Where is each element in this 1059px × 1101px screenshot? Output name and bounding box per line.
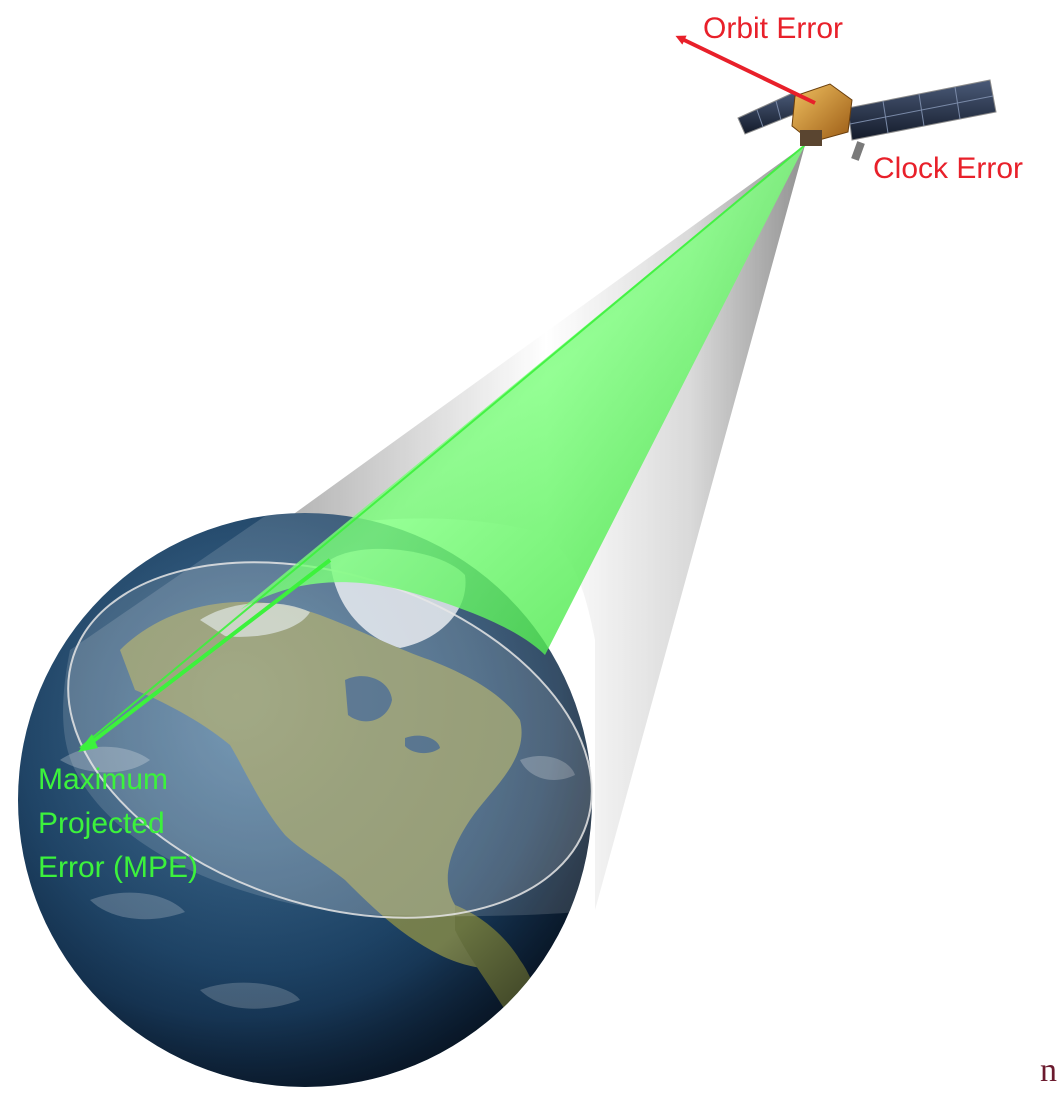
satellite-icon: [737, 79, 997, 161]
left-solar-panel: [737, 91, 801, 135]
satellite-antenna: [800, 130, 822, 146]
corner-glyph: n: [1040, 1052, 1057, 1089]
clock-error-label: Clock Error: [873, 152, 1024, 185]
orbit-error-label: Orbit Error: [703, 12, 844, 45]
beam-edge-line: [79, 144, 806, 749]
mpe-label-line1: Maximum: [38, 763, 169, 796]
signal-beam: [240, 145, 805, 655]
mpe-arrow: [78, 558, 332, 752]
orbit-error-arrow: [675, 35, 816, 105]
mpe-label-line3: Error (MPE): [38, 851, 198, 884]
mpe-label-line2: Projected: [38, 807, 165, 840]
satellite-thruster: [851, 141, 865, 161]
